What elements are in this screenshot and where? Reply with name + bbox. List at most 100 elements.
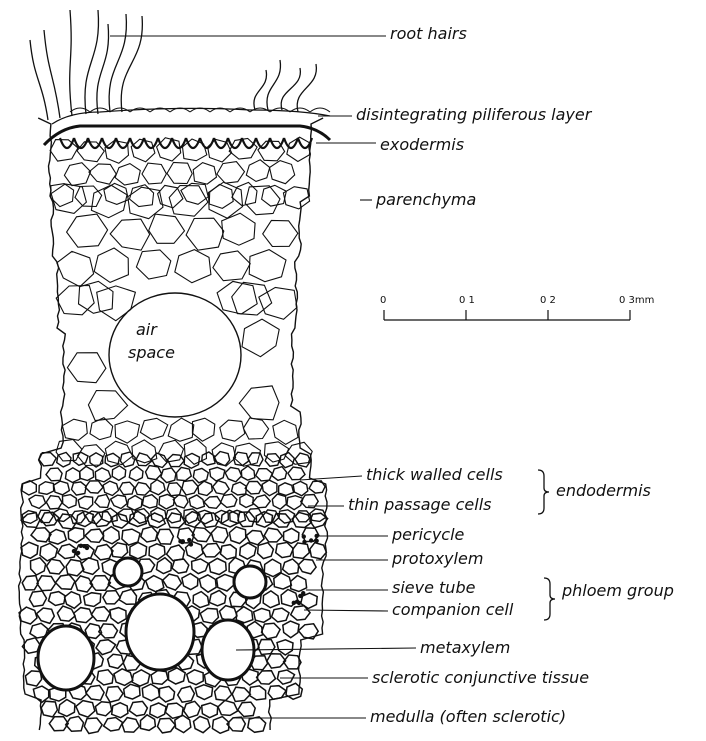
label-medulla: medulla (often sclerotic) [370, 709, 566, 725]
cell [149, 544, 165, 560]
cell [193, 468, 208, 482]
label-phloem-group: phloem group [562, 583, 674, 599]
scale-tick-label-0: 0 [380, 296, 386, 306]
cell [256, 469, 273, 481]
cell [57, 251, 94, 286]
protoxylem-cell [302, 534, 306, 538]
cell [293, 543, 310, 559]
label-root-hairs: root hairs [390, 26, 467, 42]
cell [173, 495, 188, 508]
cell [221, 545, 237, 560]
cell [49, 717, 68, 731]
tissue-features [19, 10, 330, 730]
cell [288, 467, 305, 480]
cell [272, 467, 287, 481]
cell [146, 576, 164, 592]
cell [220, 420, 245, 441]
cell [151, 480, 165, 495]
cell [270, 161, 295, 184]
cell [249, 250, 286, 282]
cell [39, 453, 56, 466]
root-hair [30, 40, 48, 120]
cell [262, 185, 287, 206]
cell [57, 452, 71, 467]
cell [64, 163, 90, 186]
label-air-space-1: air [136, 322, 157, 338]
cell [263, 591, 279, 608]
cell [242, 319, 279, 357]
cell [189, 495, 204, 509]
cell [245, 482, 262, 494]
label-companion-cell: companion cell [392, 602, 513, 618]
cell [241, 466, 254, 480]
cell [115, 164, 140, 185]
cell [272, 608, 289, 622]
cell [68, 528, 84, 543]
cell [248, 453, 263, 466]
cell [204, 497, 221, 509]
cell [157, 529, 174, 544]
exodermis-cell [158, 138, 172, 148]
label-thick-walled-cells: thick walled cells [366, 467, 503, 483]
root-hair [254, 70, 267, 110]
cell [232, 687, 250, 701]
cell [21, 542, 38, 558]
cell [89, 164, 116, 184]
cell [136, 250, 170, 279]
cell [158, 718, 176, 733]
leader-line [304, 610, 388, 611]
protoxylem-cell [302, 540, 306, 544]
cell [157, 558, 172, 574]
cell [130, 543, 147, 559]
cell [167, 483, 181, 496]
piliferous-cell [310, 108, 330, 112]
cell [65, 468, 80, 483]
cell [192, 559, 209, 574]
exodermis-cell [256, 138, 270, 148]
cell [213, 481, 230, 495]
cell [213, 251, 250, 281]
cell [262, 480, 277, 496]
cell [50, 140, 78, 162]
cell [276, 542, 294, 557]
label-thin-passage-cells: thin passage cells [348, 497, 491, 513]
cell [182, 574, 198, 590]
cell [177, 467, 192, 480]
cell [95, 495, 110, 508]
label-endodermis: endodermis [556, 483, 651, 499]
brace [538, 470, 549, 514]
cell [115, 421, 140, 443]
cell [254, 608, 271, 622]
cell [264, 528, 282, 542]
cell [232, 282, 272, 315]
protoxylem-cell [309, 538, 313, 542]
cell [240, 494, 253, 507]
cell [279, 483, 294, 496]
cell [225, 467, 241, 481]
cell [267, 654, 286, 668]
label-metaxylem: metaxylem [420, 640, 510, 656]
cell [127, 496, 142, 511]
cell [110, 219, 150, 250]
cell [172, 559, 189, 573]
cell [31, 558, 46, 575]
cell [264, 442, 288, 462]
cell [105, 141, 129, 164]
label-pericycle: pericycle [392, 527, 464, 543]
cell [192, 418, 214, 441]
cell [258, 640, 275, 655]
cell [90, 418, 113, 440]
cell [114, 669, 133, 686]
cell [187, 670, 204, 685]
root-hair [121, 16, 142, 112]
cell [57, 606, 75, 621]
exodermis-cell [200, 138, 214, 148]
root-hair [97, 24, 109, 114]
cell [67, 353, 106, 383]
cell [95, 468, 111, 482]
root-hair [267, 60, 281, 110]
cell [94, 248, 128, 282]
cell [310, 543, 327, 559]
cell [103, 527, 119, 544]
